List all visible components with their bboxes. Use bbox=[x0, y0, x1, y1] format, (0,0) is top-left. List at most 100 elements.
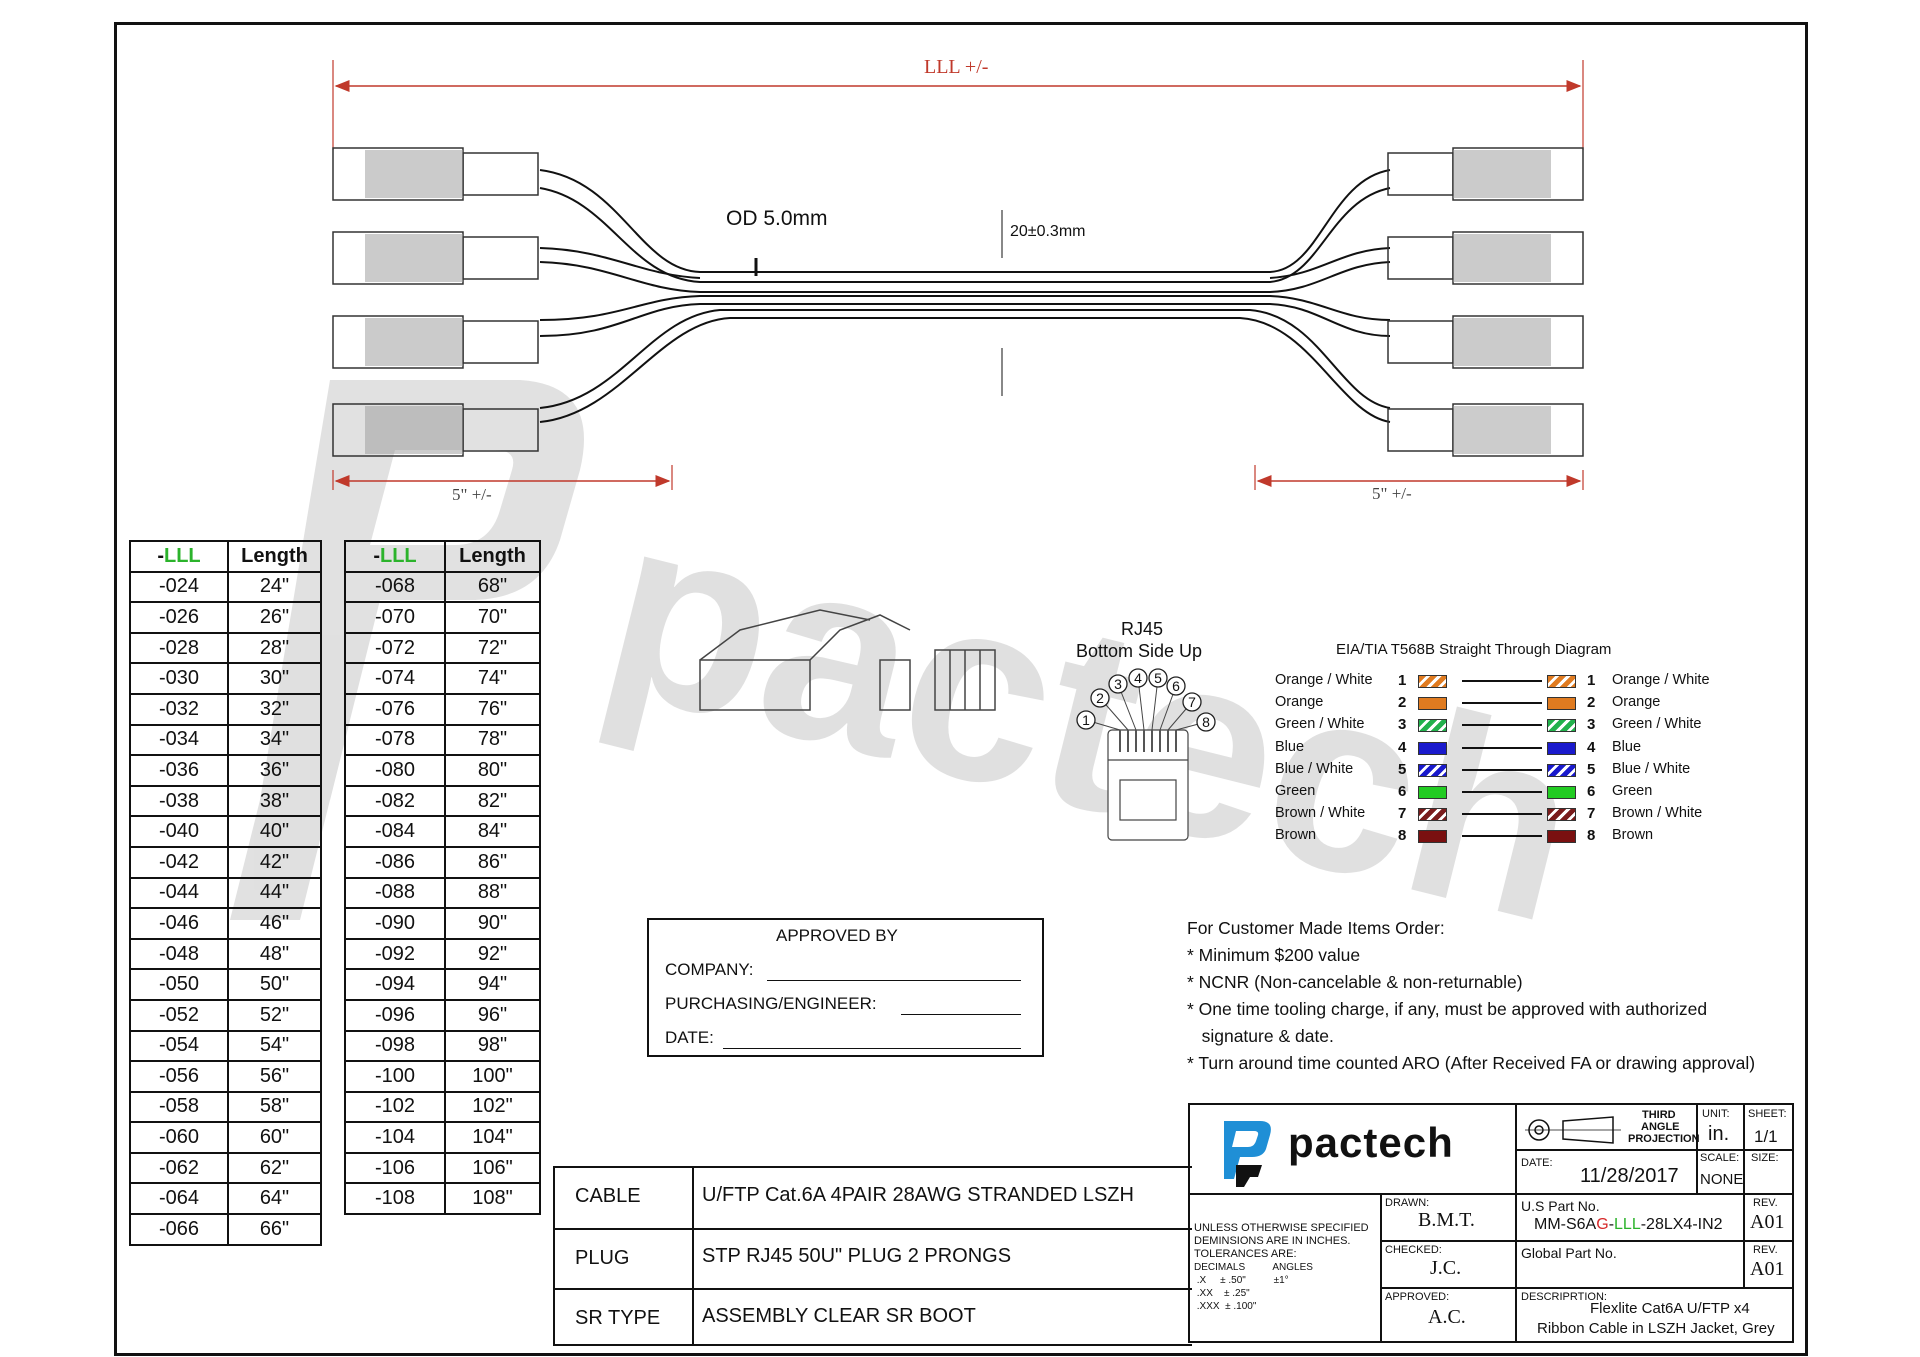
rev-label: REV. bbox=[1753, 1197, 1778, 1209]
length-value-cell: 38" bbox=[227, 784, 322, 818]
rev2-value: A01 bbox=[1750, 1258, 1785, 1280]
spec-cable-key: CABLE bbox=[575, 1185, 641, 1207]
wire-label-left: Blue / White bbox=[1275, 760, 1354, 777]
wire-label-left: Brown / White bbox=[1275, 805, 1366, 822]
length-value-cell: 24" bbox=[227, 570, 322, 604]
tolerance-line: .X ± .50" ±1° bbox=[1194, 1275, 1289, 1286]
rj45-pin-callout bbox=[1108, 674, 1128, 694]
length-value-cell: 70" bbox=[444, 601, 541, 634]
rj45-pin-number: 3 bbox=[1114, 676, 1122, 692]
spec-plug-value: STP RJ45 50U" PLUG 2 PRONGS bbox=[702, 1245, 1012, 1267]
length-value-cell: 74" bbox=[444, 662, 541, 695]
overall-length-label: LLL +/- bbox=[924, 56, 989, 78]
length-value-cell: 78" bbox=[444, 723, 541, 757]
length-code-cell: -062 bbox=[129, 1151, 229, 1185]
wire-color-swatch bbox=[1418, 763, 1447, 777]
wire-connection-line bbox=[1462, 791, 1542, 793]
length-code-cell: -108 bbox=[344, 1182, 446, 1216]
length-code-cell: -054 bbox=[129, 1029, 229, 1063]
length-code-cell: -026 bbox=[129, 601, 229, 634]
wire-connection-line bbox=[1462, 768, 1542, 771]
rj45-pin-number: 6 bbox=[1172, 678, 1180, 694]
tolerance-line: DECIMALS ANGLES bbox=[1194, 1262, 1313, 1273]
col-code-header: -LLL bbox=[129, 540, 229, 573]
wire-color-swatch bbox=[1418, 786, 1447, 799]
note-item: * One time tooling charge, if any, must … bbox=[1187, 999, 1708, 1019]
length-value-cell: 40" bbox=[227, 815, 322, 848]
approval-purchasing-line[interactable] bbox=[901, 1014, 1021, 1015]
length-code-cell: -076 bbox=[344, 692, 446, 726]
spec-sr-value: ASSEMBLY CLEAR SR BOOT bbox=[702, 1305, 976, 1327]
wire-label-left: Blue bbox=[1275, 738, 1305, 755]
rj45-pin-number: 8 bbox=[1202, 714, 1210, 730]
length-code-cell: -098 bbox=[344, 1029, 446, 1063]
length-code-cell: -080 bbox=[344, 754, 446, 787]
pin-number-right: 8 bbox=[1587, 827, 1596, 845]
length-code-cell: -082 bbox=[344, 784, 446, 818]
rj45-subtitle: Bottom Side Up bbox=[1076, 641, 1203, 661]
pin-number-right: 1 bbox=[1587, 672, 1596, 689]
approval-company-line[interactable] bbox=[767, 980, 1021, 981]
wire-label-right: Brown bbox=[1612, 827, 1654, 844]
pin-number-left: 4 bbox=[1398, 738, 1407, 756]
tolerance-line: .XXX ± .100" bbox=[1194, 1301, 1257, 1312]
length-value-cell: 56" bbox=[227, 1060, 322, 1093]
length-value-cell: 64" bbox=[227, 1182, 322, 1216]
length-value-cell: 26" bbox=[227, 601, 322, 634]
spec-table: CABLE U/FTP Cat.6A 4PAIR 28AWG STRANDED … bbox=[553, 1166, 1192, 1346]
col-length-header: Length bbox=[227, 540, 322, 573]
rj45-title: RJ45 bbox=[1121, 619, 1164, 639]
length-value-cell: 52" bbox=[227, 998, 322, 1032]
length-value-cell: 108" bbox=[444, 1182, 541, 1216]
sheet-value: 1/1 bbox=[1754, 1127, 1778, 1146]
length-value-cell: 34" bbox=[227, 723, 322, 757]
pin-number-left: 5 bbox=[1398, 760, 1407, 778]
note-item: * NCNR (Non-cancelable & non-returnable) bbox=[1187, 972, 1523, 992]
length-code-cell: -104 bbox=[344, 1121, 446, 1154]
pin-number-right: 3 bbox=[1587, 716, 1596, 734]
length-code-cell: -038 bbox=[129, 784, 229, 818]
length-code-cell: -032 bbox=[129, 692, 229, 726]
description-line-2: Ribbon Cable in LSZH Jacket, Grey bbox=[1537, 1320, 1775, 1337]
us-part-label: U.S Part No. bbox=[1521, 1198, 1600, 1214]
wire-connection-line bbox=[1462, 835, 1542, 838]
drawn-label: DRAWN: bbox=[1385, 1197, 1430, 1209]
length-value-cell: 90" bbox=[444, 907, 541, 940]
pactech-logo-icon bbox=[1224, 1121, 1271, 1187]
length-code-cell: -106 bbox=[344, 1151, 446, 1185]
length-value-cell: 94" bbox=[444, 968, 541, 1001]
length-code-cell: -044 bbox=[129, 876, 229, 910]
date-value: 11/28/2017 bbox=[1580, 1165, 1679, 1187]
length-code-cell: -066 bbox=[129, 1213, 229, 1246]
pin-number-left: 8 bbox=[1398, 827, 1407, 845]
length-code-cell: -036 bbox=[129, 754, 229, 787]
rj45-pin-number: 7 bbox=[1188, 694, 1196, 710]
wire-connection-line bbox=[1462, 724, 1542, 727]
us-part-number: MM-S6AG-LLL-28LX4-IN2 bbox=[1534, 1216, 1723, 1233]
approval-date-line[interactable] bbox=[723, 1048, 1021, 1049]
third-angle-projection-icon bbox=[1525, 1116, 1621, 1144]
wire-label-left: Orange bbox=[1275, 694, 1324, 711]
length-value-cell: 54" bbox=[227, 1029, 322, 1063]
wire-connection-line bbox=[1462, 702, 1542, 705]
rj45-pin-number: 2 bbox=[1096, 690, 1104, 706]
unit-label: UNIT: bbox=[1702, 1108, 1730, 1120]
length-code-cell: -046 bbox=[129, 907, 229, 940]
